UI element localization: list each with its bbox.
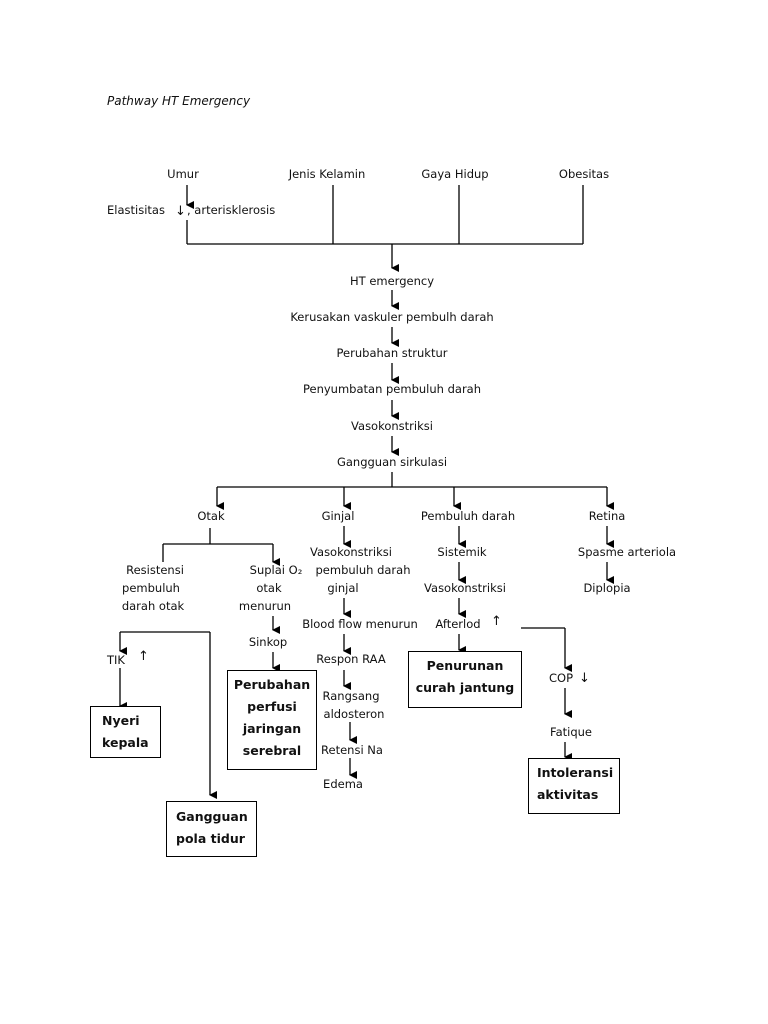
- ginjal-vaso-line-3: ginjal: [327, 581, 359, 595]
- ginjal-vaso-line-2: pembuluh darah: [315, 563, 411, 577]
- rangsang-line-2: aldosteron: [323, 707, 385, 721]
- cop-label: COP: [548, 671, 574, 685]
- suplai-line-2: otak: [256, 581, 282, 595]
- elastisitas-label: Elastisitas: [107, 203, 165, 217]
- box-penurunan-curah-jantung: Penurunan curah jantung: [408, 651, 522, 708]
- box-gangguan-pola-tidur: Gangguan pola tidur: [166, 801, 257, 857]
- box-perubahan-perfusi: Perubahan perfusi jaringan serebral: [227, 670, 317, 770]
- factor-umur: Umur: [167, 167, 199, 181]
- tik-label: TIK: [107, 653, 125, 667]
- branch-pembuluh-darah: Pembuluh darah: [420, 509, 516, 523]
- fatique-label: Fatique: [550, 725, 592, 739]
- box-tidur-line-2: pola tidur: [176, 831, 245, 846]
- suplai-line-3: menurun: [238, 599, 292, 613]
- down-arrow-icon: ↓: [175, 204, 186, 219]
- box-intoleransi-line-2: aktivitas: [537, 787, 599, 802]
- branch-otak: Otak: [197, 509, 225, 523]
- branch-ginjal: Ginjal: [321, 509, 355, 523]
- box-tidur-line-1: Gangguan: [176, 809, 248, 824]
- chain-vasokonstriksi: Vasokonstriksi: [351, 419, 433, 433]
- box-nyeri-line-2: kepala: [102, 735, 149, 750]
- blood-flow-label: Blood flow menurun: [302, 617, 418, 631]
- up-arrow-icon: ↑: [491, 614, 502, 629]
- arterisklerosis-label: , arterisklerosis: [187, 203, 276, 217]
- factor-jenis-kelamin: Jenis Kelamin: [288, 167, 366, 181]
- box-nyeri-kepala: Nyeri kepala: [90, 706, 161, 758]
- box-intoleransi-aktivitas: Intoleransi aktivitas: [528, 758, 620, 814]
- box-intoleransi-line-1: Intoleransi: [537, 765, 614, 780]
- chain-penyumbatan: Penyumbatan pembuluh darah: [302, 382, 482, 396]
- diplopia-label: Diplopia: [583, 581, 631, 595]
- chain-perubahan-struktur: Perubahan struktur: [336, 346, 448, 360]
- resistensi-line-1: Resistensi: [126, 563, 184, 577]
- ginjal-vaso-line-1: Vasokonstriksi: [310, 545, 392, 559]
- up-arrow-icon: ↑: [138, 649, 149, 664]
- sinkop-label: Sinkop: [248, 635, 288, 649]
- box-perfusi-line-2: perfusi: [247, 699, 297, 714]
- pembuluh-vasokonstriksi-label: Vasokonstriksi: [424, 581, 506, 595]
- box-perfusi-line-4: serebral: [242, 743, 302, 758]
- spasme-arteriola-label: Spasme arteriola: [577, 545, 677, 559]
- box-curah-line-1: Penurunan: [426, 658, 504, 673]
- retensi-na-label: Retensi Na: [321, 743, 383, 757]
- edema-label: Edema: [323, 777, 363, 791]
- box-curah-line-2: curah jantung: [415, 680, 515, 695]
- chain-kerusakan-vaskuler: Kerusakan vaskuler pembulh darah: [290, 310, 494, 324]
- factor-gaya-hidup: Gaya Hidup: [421, 167, 489, 181]
- chain-ht-emergency: HT emergency: [350, 274, 434, 288]
- box-perfusi-line-1: Perubahan: [233, 677, 311, 692]
- box-perfusi-line-3: jaringan: [242, 721, 302, 736]
- afterlod-label: Afterlod: [435, 617, 481, 631]
- page-title: Pathway HT Emergency: [107, 94, 251, 108]
- respon-raa-label: Respon RAA: [316, 652, 386, 666]
- resistensi-line-3: darah otak: [121, 599, 185, 613]
- suplai-line-1: Suplai O₂: [249, 563, 303, 577]
- down-arrow-icon: ↓: [579, 671, 590, 686]
- factor-obesitas: Obesitas: [558, 167, 610, 181]
- chain-gangguan-sirkulasi: Gangguan sirkulasi: [336, 455, 448, 469]
- branch-retina: Retina: [588, 509, 626, 523]
- resistensi-line-2: pembuluh: [122, 581, 180, 595]
- sistemik-label: Sistemik: [437, 545, 487, 559]
- box-nyeri-line-1: Nyeri: [102, 713, 140, 728]
- rangsang-line-1: Rangsang: [322, 689, 380, 703]
